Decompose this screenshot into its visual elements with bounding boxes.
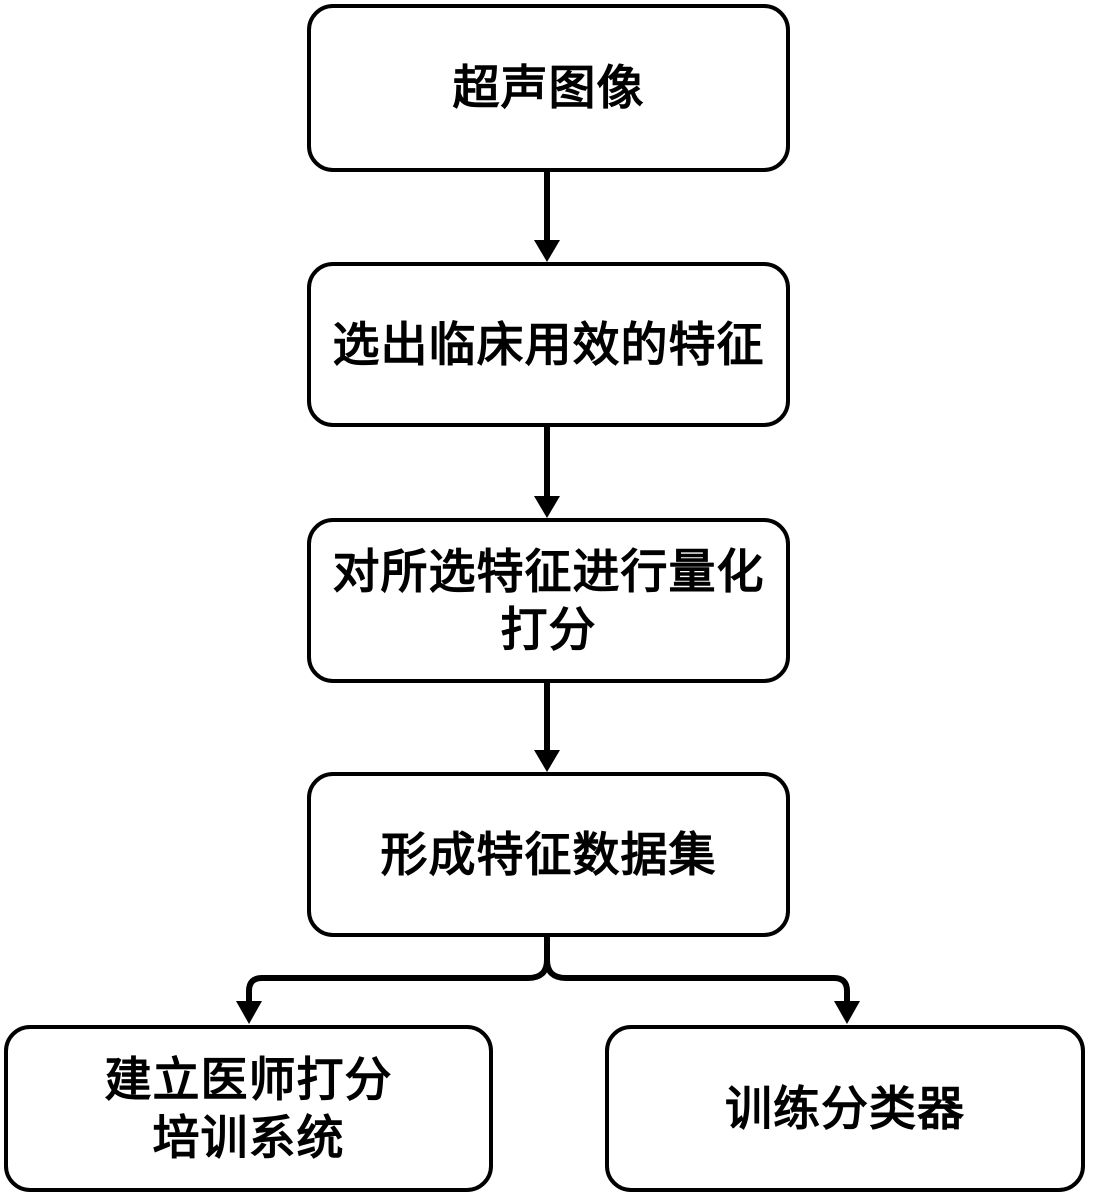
node-train-classifier: 训练分类器 <box>605 1025 1085 1192</box>
node-label: 超声图像 <box>452 61 645 115</box>
arrow-dataset-to-train-classifier <box>544 937 860 1024</box>
arrow-dataset-to-training-system <box>236 937 550 1024</box>
node-label: 选出临床用效的特征 <box>332 317 765 371</box>
arrow-select-to-scoring <box>534 427 560 518</box>
node-label: 训练分类器 <box>725 1081 965 1135</box>
node-label: 形成特征数据集 <box>380 827 717 881</box>
node-label: 建立医师打分 培训系统 <box>104 1053 393 1164</box>
node-label: 对所选特征进行量化 打分 <box>332 545 765 656</box>
arrow-scoring-to-dataset <box>534 683 560 772</box>
arrow-ultrasound-to-select <box>534 172 560 262</box>
node-quantitative-scoring: 对所选特征进行量化 打分 <box>307 518 790 683</box>
node-feature-dataset: 形成特征数据集 <box>307 772 790 937</box>
node-ultrasound-image: 超声图像 <box>307 4 790 172</box>
node-select-clinical-features: 选出临床用效的特征 <box>307 262 790 427</box>
node-physician-training-system: 建立医师打分 培训系统 <box>4 1025 493 1192</box>
